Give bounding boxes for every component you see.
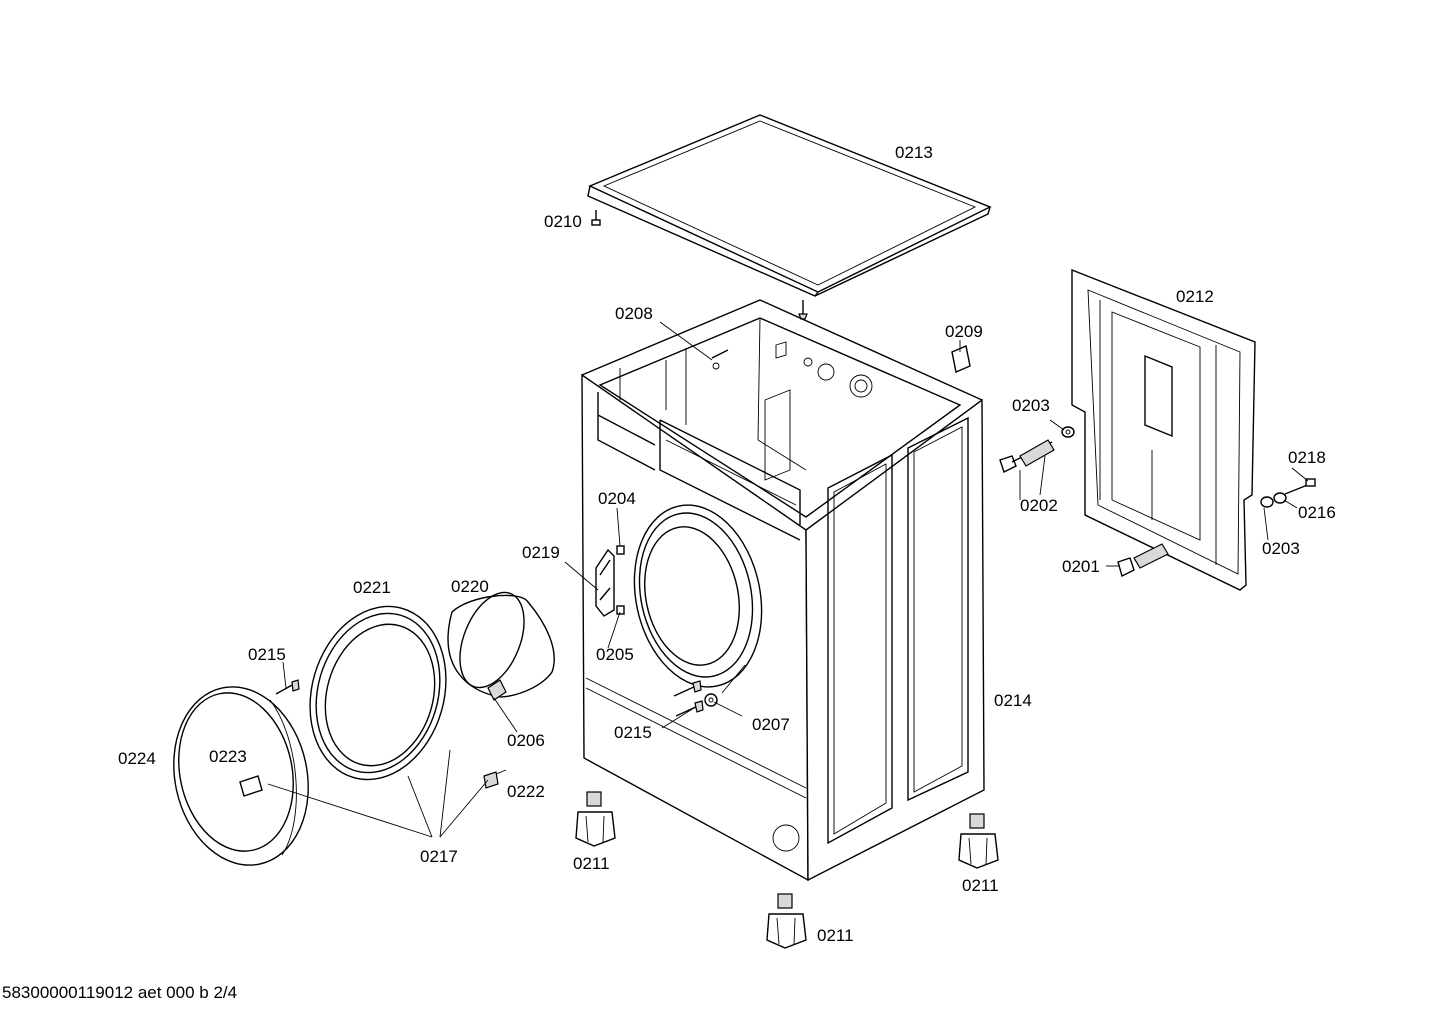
- label-0216: 0216: [1298, 503, 1336, 522]
- label-0205: 0205: [596, 645, 634, 664]
- door-screws: [673, 680, 704, 717]
- label-0214: 0214: [994, 691, 1032, 710]
- top-cover: [587, 114, 992, 297]
- square-nut-upper: [616, 545, 625, 555]
- label-0219: 0219: [522, 543, 560, 562]
- leader-lines: [267, 321, 1309, 838]
- label-0211-front: 0211: [817, 926, 854, 945]
- label-0210: 0210: [544, 212, 582, 231]
- label-0220: 0220: [451, 577, 489, 596]
- label-0213: 0213: [895, 143, 933, 162]
- washer-lower: [1260, 478, 1316, 508]
- part-labels: 0213 0210 0208 0209 0212 0203 0202 0218 …: [118, 143, 1336, 945]
- label-0208: 0208: [615, 304, 653, 323]
- foot-right: [958, 813, 999, 869]
- cabinet: [581, 299, 985, 882]
- screw-0215-left: [275, 679, 300, 695]
- label-0209: 0209: [945, 322, 983, 341]
- label-0223: 0223: [209, 747, 247, 766]
- top-screw: [798, 300, 808, 320]
- label-0215-center: 0215: [614, 723, 652, 742]
- door-catch: [483, 769, 507, 789]
- door-handle: [239, 775, 263, 797]
- label-0206: 0206: [507, 731, 545, 750]
- square-nut-lower: [616, 605, 625, 615]
- foot-left: [575, 791, 616, 847]
- washer-upper: [1061, 426, 1075, 438]
- label-0222: 0222: [507, 782, 545, 801]
- bracket: [951, 340, 971, 373]
- label-0215-left: 0215: [248, 645, 286, 664]
- door-glass-bowl: [447, 591, 555, 698]
- label-0221: 0221: [353, 578, 391, 597]
- label-0224: 0224: [118, 749, 156, 768]
- label-0207: 0207: [752, 715, 790, 734]
- grommet: [704, 693, 718, 707]
- clip-small: [711, 349, 729, 370]
- label-0201: 0201: [1062, 557, 1100, 576]
- label-0204: 0204: [598, 489, 636, 508]
- foot-front: [766, 893, 807, 949]
- label-0211-right: 0211: [962, 876, 999, 895]
- door-outer-frame: [173, 686, 309, 866]
- door-hinge: [595, 548, 615, 617]
- label-0203-lower: 0203: [1262, 539, 1300, 558]
- hinge-bolt-lower: [1117, 543, 1169, 578]
- door-hinge-pin: [487, 679, 507, 701]
- label-0211-left: 0211: [573, 854, 610, 873]
- hinge-bolt-upper: [999, 439, 1055, 473]
- label-0218: 0218: [1288, 448, 1326, 467]
- door-inner-ring: [309, 605, 447, 781]
- cover-screw: [591, 210, 601, 226]
- back-panel: [1071, 268, 1256, 591]
- label-0217: 0217: [420, 847, 458, 866]
- label-0202: 0202: [1020, 496, 1058, 515]
- label-0212: 0212: [1176, 287, 1214, 306]
- label-0203-upper: 0203: [1012, 396, 1050, 415]
- document-reference: 58300000119012 aet 000 b 2/4: [2, 983, 237, 1002]
